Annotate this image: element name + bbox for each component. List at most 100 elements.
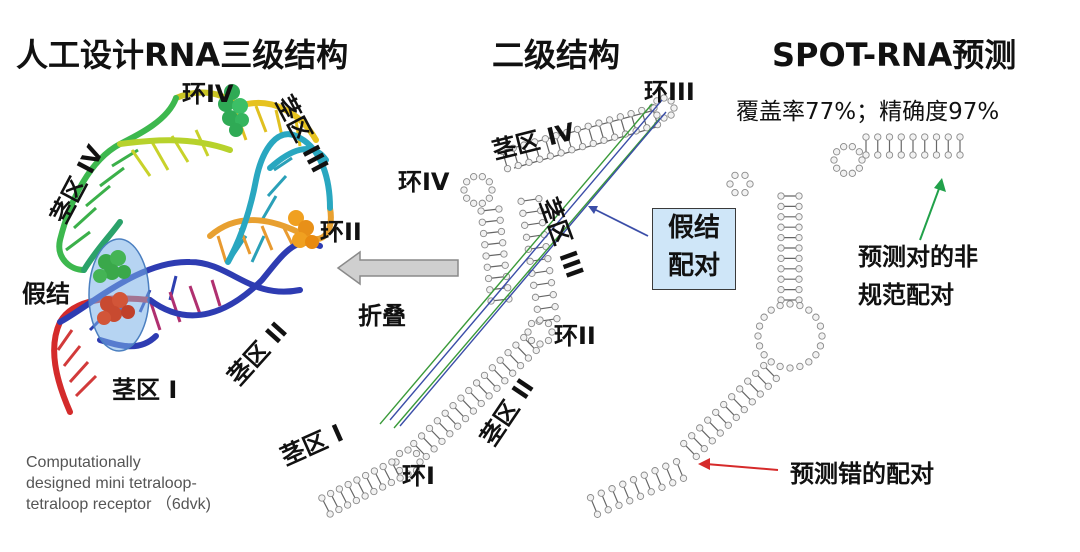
stem2-nucleotide xyxy=(472,379,481,387)
stem2-nucleotide xyxy=(532,346,540,355)
spot-loop-b-nucleotide xyxy=(812,313,820,321)
metrics-text: 覆盖率77%；精确度97% xyxy=(736,99,1000,125)
spot-loop-b-nucleotide xyxy=(812,351,820,359)
spot-stem-c-nucleotide xyxy=(732,413,740,422)
pseudoknot-pair-box: 假结 配对 xyxy=(652,208,736,290)
loop4-nucleotide xyxy=(478,173,486,181)
spot-stem-c-nucleotide xyxy=(696,424,704,432)
spot-stem-c-nucleotide xyxy=(760,361,768,370)
stem2-nucleotide xyxy=(417,432,426,440)
stem1-nucleotide xyxy=(379,462,387,471)
stem3-nucleotide xyxy=(521,221,529,229)
label-loop2-2d: 环II xyxy=(554,322,596,350)
spot-stem-d-nucleotide xyxy=(626,497,634,505)
stem3-nucleotide xyxy=(526,257,534,265)
spot-stem-c-nucleotide xyxy=(764,382,772,390)
spot-loop-a-nucleotide xyxy=(840,143,848,151)
stem4-nucleotide xyxy=(498,147,507,156)
stem1-nucleotide xyxy=(352,496,361,505)
spot-stem-c-nucleotide xyxy=(752,369,760,378)
spot-stem-c-nucleotide xyxy=(740,405,748,414)
stem2-nucleotide xyxy=(457,394,465,402)
spot-stem-c-nucleotide xyxy=(716,429,724,437)
spot-loop-b-nucleotide xyxy=(755,342,764,350)
spot-stem-c-nucleotide xyxy=(720,400,728,409)
spot-stem-b-nucleotide xyxy=(777,265,785,273)
stem2-nucleotide xyxy=(425,424,434,433)
stem3-nucleotide xyxy=(522,233,531,241)
stem3-nucleotide xyxy=(537,207,545,215)
loop4-nucleotide xyxy=(470,199,478,207)
stem1-nucleotide xyxy=(326,489,335,498)
stem4b-nucleotide xyxy=(497,227,506,236)
label-wrong-pair: 预测错的配对 xyxy=(790,460,934,488)
spot-loop-b-nucleotide xyxy=(816,322,825,330)
stem4b-nucleotide xyxy=(504,284,512,292)
label-fold: 折叠 xyxy=(358,302,406,330)
spot-stem-c-nucleotide xyxy=(772,374,780,383)
spot-stem-d-nucleotide xyxy=(662,462,670,470)
spot-loop-a-nucleotide xyxy=(830,156,838,164)
caption-line-2: designed mini tetraloop- xyxy=(26,475,197,492)
spot-stem-b-nucleotide xyxy=(777,244,785,252)
stem2-nucleotide xyxy=(504,349,512,357)
stem4-nucleotide xyxy=(503,164,512,173)
stem4-nucleotide xyxy=(546,152,555,160)
stem4b-nucleotide xyxy=(481,241,489,249)
label-loop1-2d: 环I xyxy=(402,462,435,490)
spot-stem-b-nucleotide xyxy=(795,285,803,294)
stem4-nucleotide xyxy=(520,141,528,149)
stem4b-nucleotide xyxy=(500,250,508,258)
label-pseudoknot-3d: 假结 xyxy=(22,280,70,308)
stem4-nucleotide xyxy=(536,155,544,163)
pseudoknot-red-atoms xyxy=(97,292,135,325)
label-stem1-3d: 茎区 I xyxy=(112,376,178,404)
loop2-nucleotide xyxy=(544,319,553,328)
stem4b-nucleotide xyxy=(478,218,486,226)
spot-stem-c-nucleotide xyxy=(736,385,744,393)
stem4b-nucleotide xyxy=(482,252,490,260)
stem1-nucleotide xyxy=(387,478,396,487)
stem4-nucleotide xyxy=(627,109,635,118)
spot-stem-d-nucleotide xyxy=(608,485,616,493)
stem4b-nucleotide xyxy=(483,263,491,271)
stem2-nucleotide xyxy=(441,409,449,417)
stem2-nucleotide xyxy=(465,386,473,395)
spot-stem-a-nucleotide xyxy=(897,151,905,159)
spot-loop-c-nucleotide xyxy=(731,171,739,179)
spot-stem-b-nucleotide xyxy=(795,233,803,242)
stem2-nucleotide xyxy=(410,439,418,448)
stem4-nucleotide xyxy=(584,122,592,130)
spot-loop-b-nucleotide xyxy=(816,342,825,350)
stem2-nucleotide xyxy=(422,452,430,461)
spot-loop-b-nucleotide xyxy=(796,362,804,371)
loop1-nucleotide xyxy=(404,446,412,454)
stem1-nucleotide xyxy=(318,494,326,502)
spot-stem-a-nucleotide xyxy=(885,133,894,141)
secondary-title: 二级结构 xyxy=(492,36,621,74)
spot-stem-c-nucleotide xyxy=(708,437,716,445)
spot-loop-a-nucleotide xyxy=(855,164,863,172)
spot-loop-b-nucleotide xyxy=(796,301,804,310)
stem2-nucleotide xyxy=(454,422,462,430)
spot-loop-a-nucleotide xyxy=(848,143,856,151)
spot-stem-b-nucleotide xyxy=(795,265,803,273)
loop2-nucleotide xyxy=(548,328,556,336)
spot-stem-d-nucleotide xyxy=(636,492,645,500)
stem3-nucleotide xyxy=(547,279,556,287)
spot-stem-a-nucleotide xyxy=(862,151,870,159)
spot-stem-c-nucleotide xyxy=(744,377,752,385)
spot-stem-d-nucleotide xyxy=(658,483,666,491)
stem4-nucleotide xyxy=(568,146,576,154)
stem4b-nucleotide xyxy=(484,274,493,283)
stem3-nucleotide xyxy=(517,197,525,205)
spot-stem-d-nucleotide xyxy=(672,458,681,466)
stem4-nucleotide xyxy=(541,135,549,143)
stem2-nucleotide xyxy=(438,437,446,445)
spot-loop-b-nucleotide xyxy=(767,306,775,314)
stem3-nucleotide xyxy=(531,293,540,301)
stem2-nucleotide xyxy=(512,341,520,349)
stem4-nucleotide xyxy=(509,144,517,152)
spot-stem-d-nucleotide xyxy=(593,510,602,518)
